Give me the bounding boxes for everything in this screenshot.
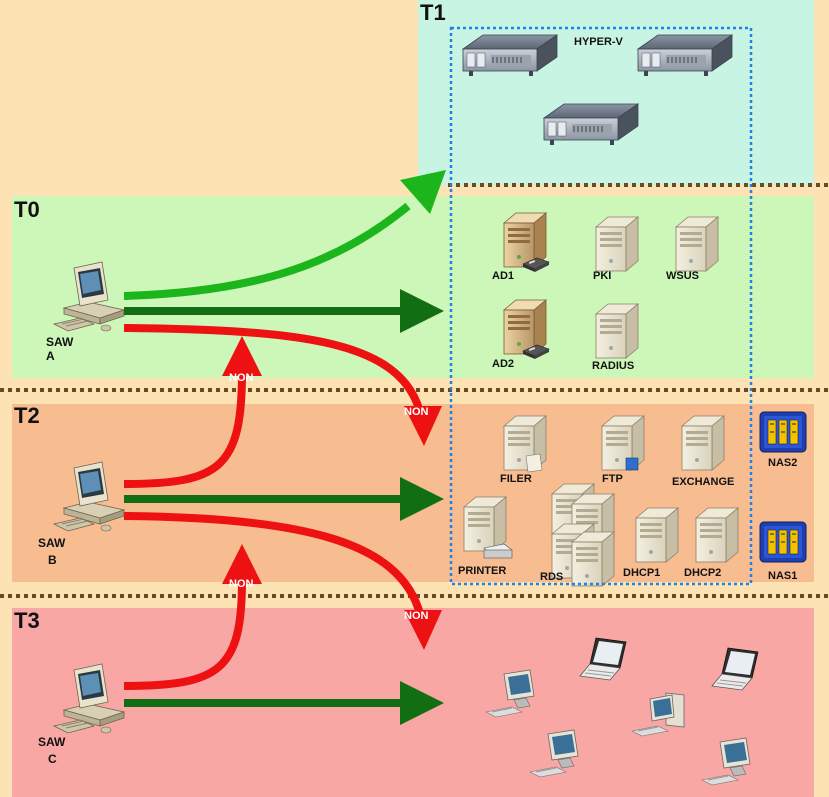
nas2-label: NAS2 [768, 457, 797, 469]
printer-label: PRINTER [458, 565, 506, 577]
ftp-label: FTP [602, 473, 623, 485]
saw-a-label-line1: SAW [46, 335, 74, 349]
non-badge-saw-a-down: NON [404, 406, 429, 418]
print-server-icon [463, 496, 507, 552]
tier1-band [418, 0, 814, 185]
dhcp2-label: DHCP2 [684, 567, 721, 579]
exchange-server-icon [681, 415, 725, 471]
dhcp1-label: DHCP1 [623, 567, 660, 579]
allowed-arrow-saw-a-to-t0 [124, 289, 444, 333]
wsus-label: WSUS [666, 270, 699, 282]
tier-label-t1: T1 [420, 0, 446, 25]
non-badge-saw-b-up: NON [229, 372, 254, 384]
tier-label-t3: T3 [14, 608, 40, 633]
pki-label: PKI [593, 270, 611, 282]
saw-a-label-line2: A [46, 349, 55, 363]
hyperv-label: HYPER-V [574, 36, 624, 48]
ad2-label: AD2 [492, 358, 514, 370]
dhcp2-server-icon [695, 507, 739, 563]
nas2-icon [759, 411, 807, 453]
tier-label-t0: T0 [14, 197, 40, 222]
allowed-arrow-saw-a-to-t1 [123, 170, 446, 300]
wsus-server-icon [675, 216, 719, 272]
non-badge-saw-c-up: NON [229, 578, 254, 590]
denied-arrow-saw-a-to-t2 [123, 324, 442, 446]
denied-arrow-saw-c-to-t2 [123, 544, 262, 690]
tier-label-t2: T2 [14, 403, 40, 428]
pki-server-icon [595, 216, 639, 272]
denied-arrow-saw-b-to-t3 [123, 512, 442, 650]
globe-icon [625, 457, 639, 471]
allowed-arrow-saw-b-to-t2 [124, 477, 444, 521]
ad1-label: AD1 [492, 270, 514, 282]
nas1-label: NAS1 [768, 570, 797, 582]
printer-icon [483, 543, 513, 559]
file-share-icon [525, 453, 543, 473]
non-badge-saw-b-down: NON [404, 610, 429, 622]
denied-arrow-saw-b-to-t0 [123, 336, 262, 488]
nas1-icon [759, 521, 807, 563]
saw-b-label-line2: B [48, 553, 57, 567]
allowed-arrow-saw-c-to-t3 [124, 681, 444, 725]
exchange-label: EXCHANGE [672, 476, 734, 488]
saw-b-label-line1: SAW [38, 536, 66, 550]
radius-label: RADIUS [592, 360, 634, 372]
saw-c-label-line2: C [48, 752, 57, 766]
dhcp1-server-icon [635, 507, 679, 563]
managed-scope-boundary [449, 26, 753, 586]
saw-c-label-line1: SAW [38, 735, 66, 749]
radius-server-icon [595, 303, 639, 359]
rds-label: RDS [540, 571, 563, 583]
filer-label: FILER [500, 473, 532, 485]
